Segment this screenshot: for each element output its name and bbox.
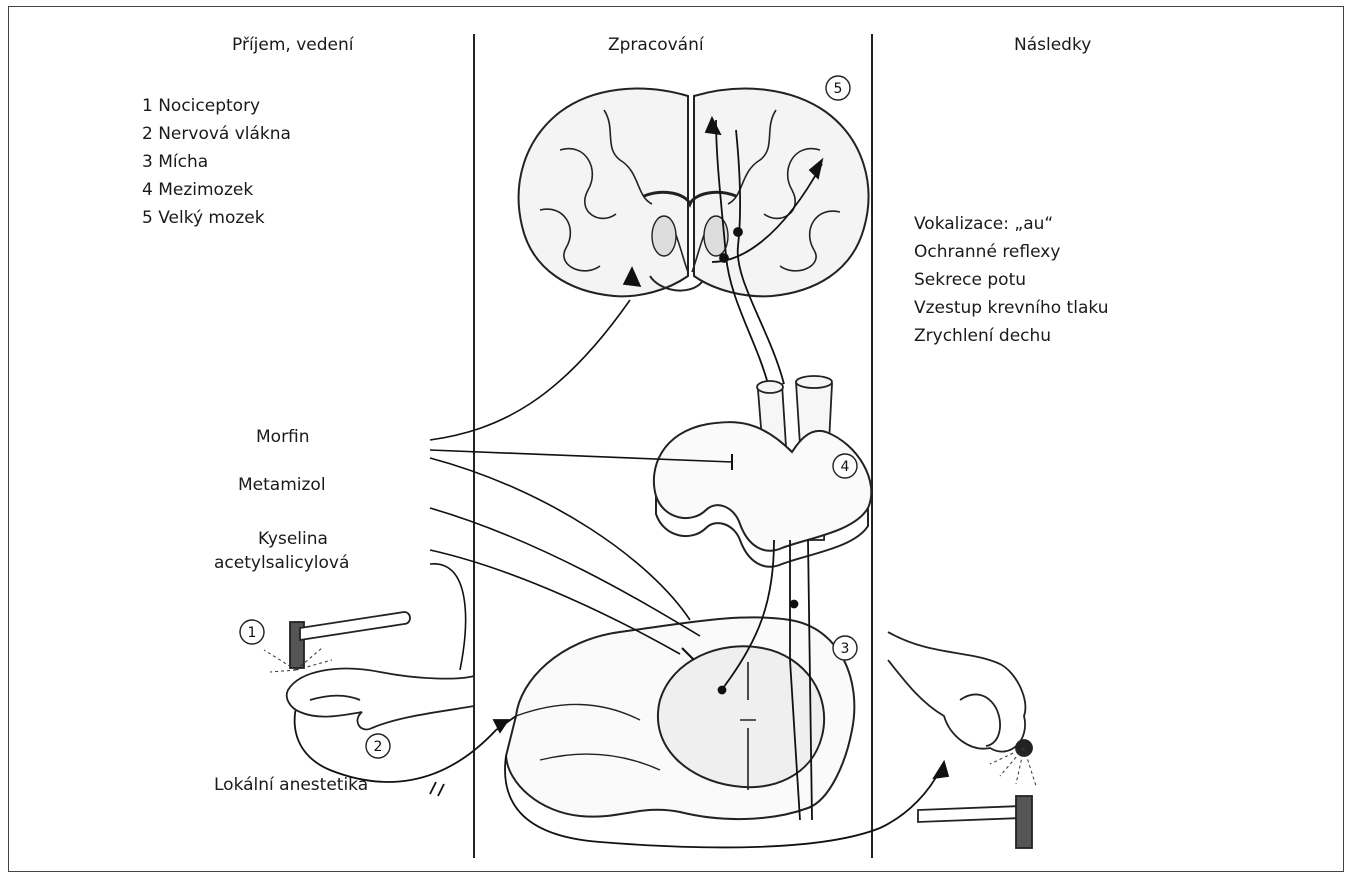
left-hand-illustration [287, 612, 474, 729]
right-hand-illustration [888, 632, 1032, 848]
marker-4-label: 4 [841, 459, 850, 475]
spinal-cord-illustration [506, 617, 854, 819]
marker-3-label: 3 [841, 641, 850, 657]
brain-illustration [519, 89, 869, 297]
diencephalon-illustration [654, 422, 871, 567]
marker-5-label: 5 [834, 81, 843, 97]
marker-1-label: 1 [248, 625, 257, 641]
marker-2-label: 2 [374, 739, 383, 755]
